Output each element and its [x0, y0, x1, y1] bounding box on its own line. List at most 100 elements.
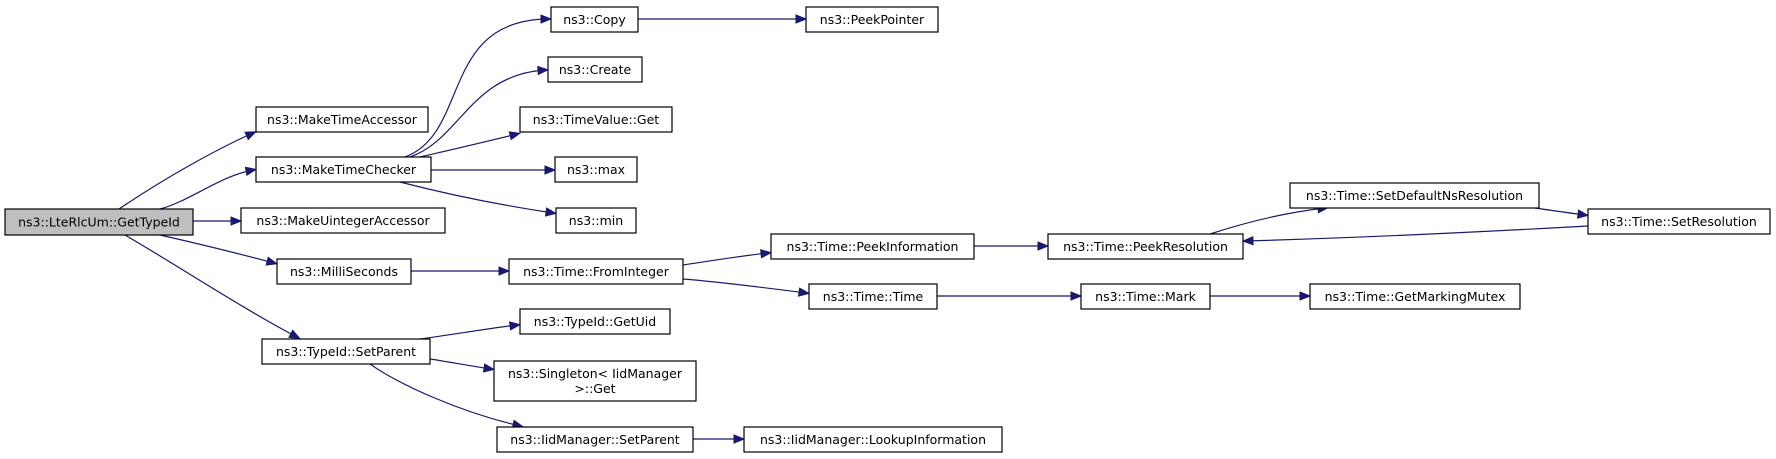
node-label: ns3::IidManager::SetParent — [510, 432, 680, 447]
edge-line — [159, 234, 275, 264]
node-fromInteger[interactable]: ns3::Time::FromInteger — [508, 258, 684, 285]
arrowhead — [1241, 236, 1254, 246]
edge-typeIdSetParent-to-getUid — [419, 321, 522, 340]
node-box — [550, 6, 639, 33]
edge-line — [404, 18, 549, 158]
node-label: ns3::TypeId::GetUid — [534, 314, 656, 329]
edge-line — [682, 252, 769, 266]
node-create[interactable]: ns3::Create — [547, 56, 643, 83]
node-timeTime[interactable]: ns3::Time::Time — [808, 283, 938, 310]
arrowhead — [508, 321, 522, 331]
node-getMarkingMutex[interactable]: ns3::Time::GetMarkingMutex — [1309, 283, 1521, 310]
node-box — [743, 426, 1003, 453]
edge-fromInteger-to-timeTime — [682, 278, 811, 297]
arrowhead — [1037, 241, 1050, 251]
node-label: ns3::PeekPointer — [820, 12, 925, 27]
node-box — [255, 106, 429, 133]
node-box — [519, 308, 671, 335]
edge-line — [682, 278, 807, 294]
node-mark[interactable]: ns3::Time::Mark — [1080, 283, 1211, 310]
node-iidSetParent[interactable]: ns3::IidManager::SetParent — [496, 426, 694, 453]
edge-copy-to-peekPointer — [638, 14, 808, 24]
arrowhead — [1070, 291, 1083, 301]
node-box — [519, 106, 673, 133]
edge-line — [118, 132, 254, 210]
node-box — [1047, 233, 1244, 260]
edge-line — [419, 324, 518, 340]
edge-makeTimeChecker-to-timeValueGet — [419, 131, 522, 158]
node-min[interactable]: ns3::min — [555, 207, 637, 234]
node-singletonGet[interactable]: ns3::Singleton< IidManager>::Get — [493, 360, 697, 402]
node-label: ns3::MakeTimeChecker — [271, 162, 417, 177]
edge-typeIdSetParent-to-iidSetParent — [369, 363, 525, 429]
node-setResolution[interactable]: ns3::Time::SetResolution — [1587, 208, 1771, 235]
arrowhead — [498, 266, 511, 276]
node-box — [240, 207, 446, 234]
node-box — [1080, 283, 1211, 310]
edge-line — [399, 181, 554, 214]
arrowhead — [797, 287, 811, 297]
edge-milliSeconds-to-fromInteger — [411, 266, 511, 276]
node-setDefaultNsResolution[interactable]: ns3::Time::SetDefaultNsResolution — [1289, 182, 1540, 209]
node-getUid[interactable]: ns3::TypeId::GetUid — [519, 308, 671, 335]
node-label: ns3::MakeUintegerAccessor — [256, 213, 430, 228]
arrowhead — [544, 207, 558, 217]
node-getTypeId[interactable]: ns3::LteRlcUm::GetTypeId — [4, 208, 194, 236]
node-peekPointer[interactable]: ns3::PeekPointer — [805, 6, 939, 33]
arrowhead — [508, 131, 522, 141]
node-box — [805, 6, 939, 33]
arrowhead — [537, 65, 550, 76]
node-box — [261, 338, 431, 365]
edge-getTypeId-to-typeIdSetParent — [124, 234, 301, 340]
node-makeTimeChecker[interactable]: ns3::MakeTimeChecker — [255, 156, 432, 183]
arrowhead — [1576, 209, 1590, 219]
arrowhead — [230, 216, 243, 226]
node-box — [1309, 283, 1521, 310]
edge-getTypeId-to-makeTimeAccessor — [118, 131, 257, 210]
arrowhead — [540, 14, 553, 24]
edge-line — [1534, 207, 1586, 216]
nodes-layer: ns3::LteRlcUm::GetTypeId ns3::MakeTimeAcc… — [4, 6, 1771, 453]
arrowhead — [544, 165, 557, 175]
node-label: ns3::IidManager::LookupInformation — [760, 432, 986, 447]
edges-layer — [118, 14, 1590, 444]
edge-peekResolution-to-setDefaultNsResolution — [1209, 204, 1330, 235]
edge-fromInteger-to-peekInformation — [682, 249, 773, 266]
node-box — [4, 208, 194, 236]
edge-makeTimeChecker-to-max — [431, 165, 557, 175]
node-timeValueGet[interactable]: ns3::TimeValue::Get — [519, 106, 673, 133]
node-max[interactable]: ns3::max — [554, 156, 638, 183]
node-box — [547, 56, 643, 83]
node-box — [770, 233, 975, 260]
node-label: ns3::MilliSeconds — [290, 264, 398, 279]
node-makeTimeAccessor[interactable]: ns3::MakeTimeAccessor — [255, 106, 429, 133]
edge-peekInformation-to-peekResolution — [974, 241, 1050, 251]
arrowhead — [288, 329, 301, 340]
node-box — [255, 156, 432, 183]
edge-line — [429, 358, 492, 370]
edge-line — [369, 363, 521, 427]
node-copy[interactable]: ns3::Copy — [550, 6, 639, 33]
edge-setResolution-to-peekResolution — [1241, 225, 1589, 246]
node-peekInformation[interactable]: ns3::Time::PeekInformation — [770, 233, 975, 260]
node-peekResolution[interactable]: ns3::Time::PeekResolution — [1047, 233, 1244, 260]
edge-makeTimeChecker-to-min — [399, 181, 558, 217]
node-label: >::Get — [574, 381, 615, 396]
edge-mark-to-getMarkingMutex — [1210, 291, 1312, 301]
node-label: ns3::LteRlcUm::GetTypeId — [18, 215, 180, 230]
node-label: ns3::Time::SetResolution — [1601, 214, 1757, 229]
node-typeIdSetParent[interactable]: ns3::TypeId::SetParent — [261, 338, 431, 365]
edge-iidSetParent-to-lookupInformation — [693, 434, 746, 444]
edge-line — [419, 133, 518, 158]
arrowhead — [265, 256, 279, 266]
node-label: ns3::Time::GetMarkingMutex — [1325, 289, 1506, 304]
node-makeUintegerAccessor[interactable]: ns3::MakeUintegerAccessor — [240, 207, 446, 234]
node-label: ns3::Time::PeekResolution — [1063, 239, 1228, 254]
node-label: ns3::Time::Time — [823, 289, 924, 304]
node-lookupInformation[interactable]: ns3::IidManager::LookupInformation — [743, 426, 1003, 453]
node-label: ns3::Copy — [563, 12, 626, 27]
arrowhead — [760, 249, 773, 259]
node-milliSeconds[interactable]: ns3::MilliSeconds — [276, 258, 412, 285]
edge-getTypeId-to-makeUintegerAccessor — [193, 216, 243, 226]
